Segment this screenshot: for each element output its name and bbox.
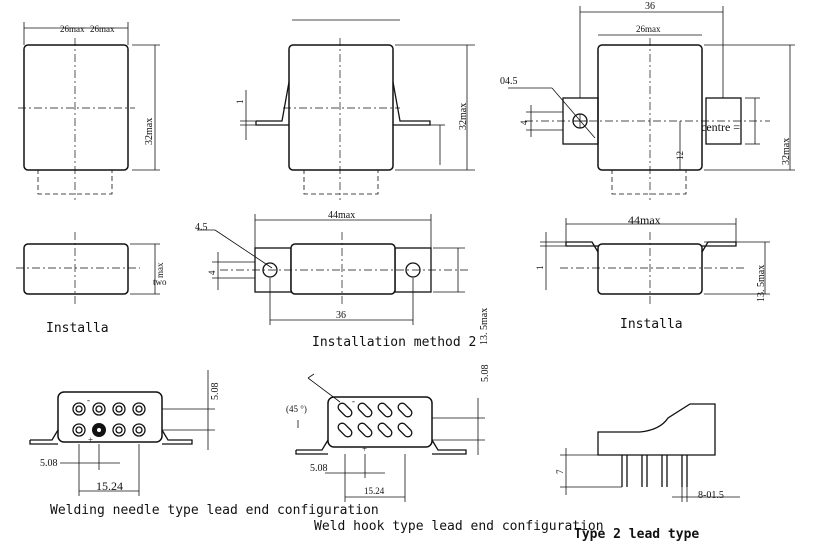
dim-4-mid: 4: [207, 270, 217, 275]
label-centre: centre =: [701, 120, 740, 134]
caption-installation-method-2: Installation method 2: [312, 335, 476, 350]
front-view-3: 36 26max 04.5 4 12 centre = 32max: [500, 1, 795, 200]
dim-hole-04-5: 04.5: [500, 76, 518, 87]
dim-lead-8-01-5: 8-01.5: [698, 490, 724, 501]
pin-minus-mark: -: [87, 395, 90, 405]
dim-pitch-5-08-c: 5.08: [480, 365, 491, 383]
dim-4-top: 4: [519, 120, 529, 125]
dim-height-32-c: 32max: [781, 138, 792, 165]
dim-44-right: 44max: [628, 213, 661, 227]
dim-width-26-a: 26max: [60, 24, 85, 34]
caption-installa-right: Installa: [620, 317, 683, 332]
front-view-2: 1 32max: [235, 19, 475, 200]
side-view-3: 44max 1 13. 5max Installa: [535, 213, 770, 332]
dim-pitch-5-08-a: 5.08: [210, 383, 221, 401]
dim-max-side: max: [155, 262, 165, 278]
dim-36-top: 36: [645, 1, 655, 12]
hook-plus-mark: +: [362, 444, 367, 454]
dim-13-5-mid: 13. 5max: [479, 308, 490, 345]
dim-12: 12: [675, 151, 685, 160]
hook-minus-mark: -: [352, 396, 355, 406]
type-2-lead-view: 7 8-01.5 Type 2 lead type: [555, 403, 740, 542]
dim-13-5-right: 13. 5max: [756, 265, 767, 302]
caption-installa-left: Installa: [46, 321, 109, 336]
label-two: two: [153, 277, 167, 287]
dim-height-32-b: 32max: [458, 103, 469, 130]
dim-pitch-5-08-d: 5.08: [310, 463, 328, 474]
dim-height-32-a: 32max: [144, 118, 155, 145]
front-view-1: 26max 26max 32max: [18, 22, 160, 200]
dim-1-b: 1: [535, 266, 545, 271]
dim-width-26-b: 26max: [90, 24, 115, 34]
pin-plus-mark: +: [88, 435, 93, 445]
dim-44-mid: 44max: [328, 210, 355, 221]
caption-welding-needle: Welding needle type lead end configurati…: [50, 503, 379, 518]
weld-hook-view: - + (45 °) 5.08 5.08 15.24 Weld hook typ…: [286, 365, 604, 535]
dim-width-15-24-b: 15.24: [364, 486, 385, 496]
dim-4-5: 4.5: [195, 222, 208, 233]
dim-lead-7: 7: [555, 469, 565, 474]
caption-type-2: Type 2 lead type: [574, 527, 699, 542]
dim-width-15-24-a: 15.24: [96, 479, 123, 493]
dim-26-top: 26max: [636, 24, 661, 34]
caption-weld-hook: Weld hook type lead end configuration: [314, 519, 604, 534]
welding-needle-view: - + 5.08 5.08 15.24 Welding needle type …: [29, 370, 379, 518]
dim-pitch-5-08-b: 5.08: [40, 458, 58, 469]
dim-1-a: 1: [235, 100, 245, 105]
dim-36-mid: 36: [336, 310, 346, 321]
side-view-1: max two Installa: [16, 232, 167, 336]
dim-angle-45: (45 °): [286, 404, 307, 414]
side-view-2: 44max 4.5 4 36 Installation method 2 13.…: [195, 210, 490, 350]
